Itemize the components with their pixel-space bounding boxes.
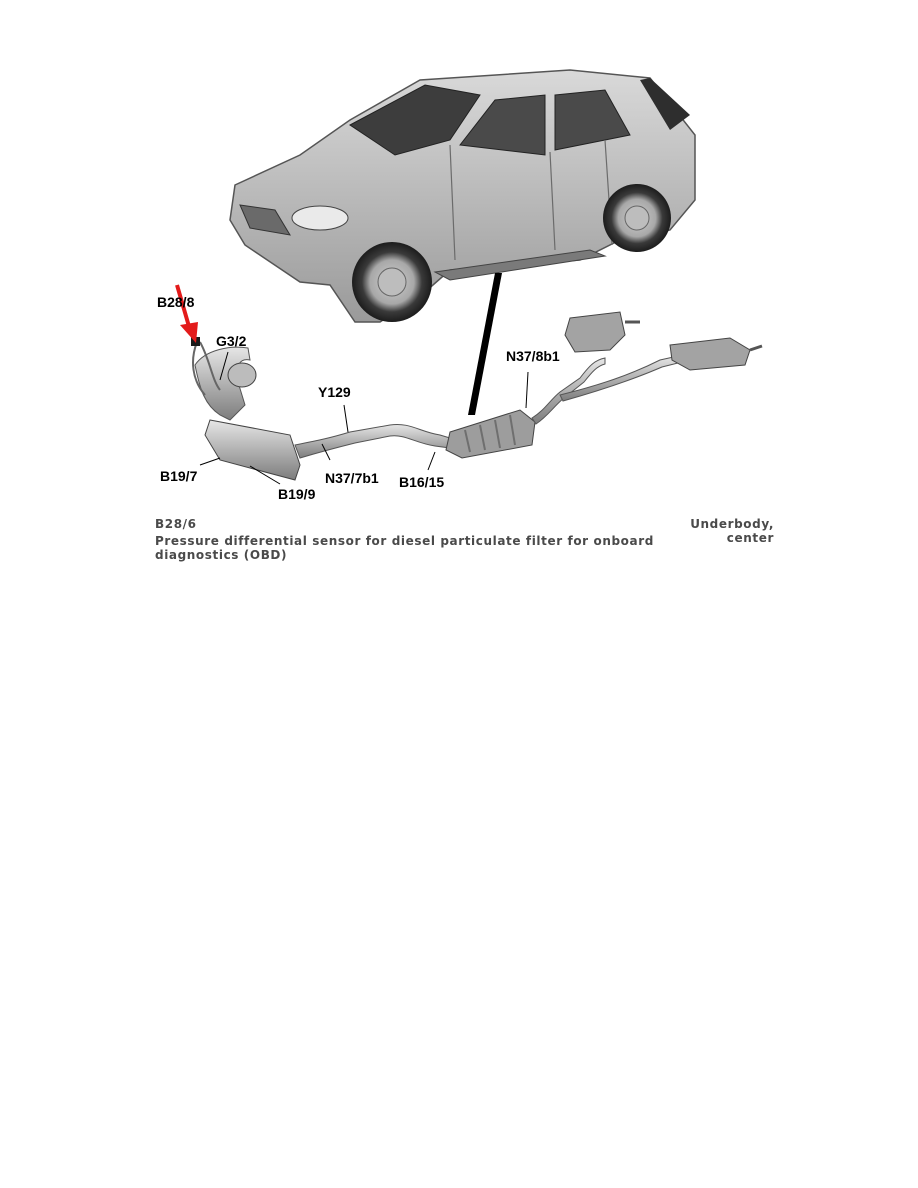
component-description: Pressure differential sensor for diesel … <box>155 534 654 562</box>
component-location-diagram: B28/8 G3/2 Y129 N37/8b1 B19/7 B19/9 N37/… <box>150 60 770 505</box>
exhaust-system <box>191 311 763 481</box>
muffler-ribs <box>464 414 516 453</box>
callout-b19-7: B19/7 <box>160 468 198 484</box>
sensor-hose <box>192 341 221 396</box>
mid-pipe <box>294 423 451 459</box>
callout-g3-2: G3/2 <box>216 333 247 349</box>
vehicle-side-windows <box>459 89 631 156</box>
location-pointer <box>468 273 502 415</box>
location-line-2: center <box>726 531 774 545</box>
vehicle-running-board <box>433 249 607 281</box>
callout-b19-9: B19/9 <box>278 486 316 502</box>
rear-pipe-right <box>559 355 679 402</box>
location-line-1: Underbody, <box>690 517 774 531</box>
vehicle-headlight <box>291 205 349 231</box>
callout-b16-15: B16/15 <box>399 474 444 490</box>
component-code: B28/6 <box>155 517 197 531</box>
turbo-flange <box>227 362 257 388</box>
vehicle-illustration <box>229 69 696 323</box>
rear-muffler-left <box>564 311 626 353</box>
particulate-filter <box>204 419 301 481</box>
callout-n37-7b1: N37/7b1 <box>325 470 379 486</box>
rear-muffler-right <box>669 337 751 371</box>
rear-pipe-left <box>531 357 606 425</box>
front-wheel-hub <box>377 267 407 297</box>
highlight-arrow <box>175 284 198 343</box>
description-line-2: diagnostics (OBD) <box>155 548 288 562</box>
vehicle-grille <box>239 204 291 236</box>
rear-wheel-hub <box>624 205 650 231</box>
callout-y129: Y129 <box>318 384 351 400</box>
callout-b28-8: B28/8 <box>157 294 195 310</box>
callout-labels: B28/8 G3/2 Y129 N37/8b1 B19/7 B19/9 N37/… <box>157 294 560 502</box>
center-muffler <box>445 409 536 459</box>
leader-lines <box>199 351 529 485</box>
diagram-canvas: B28/8 G3/2 Y129 N37/8b1 B19/7 B19/9 N37/… <box>157 69 763 502</box>
tail-pipes <box>625 320 763 352</box>
component-location: Underbody, center <box>640 517 774 545</box>
vehicle-rear-window <box>640 78 690 130</box>
vehicle-windshield <box>349 84 481 156</box>
callout-n37-8b1: N37/8b1 <box>506 348 560 364</box>
description-line-1: Pressure differential sensor for diesel … <box>155 534 654 548</box>
